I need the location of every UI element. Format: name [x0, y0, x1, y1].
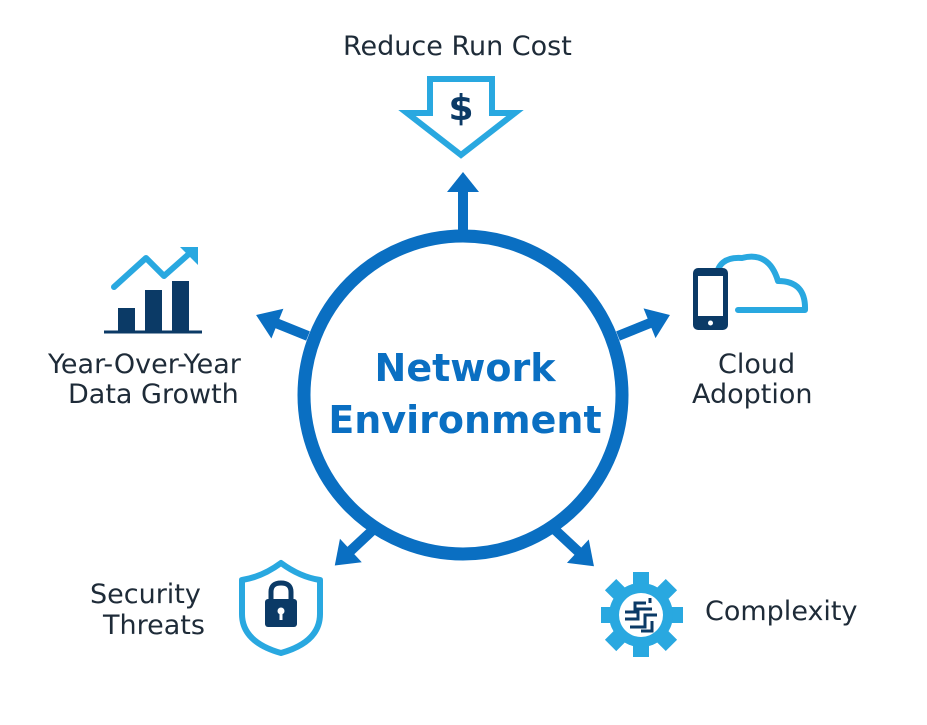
- center-title-line-1: Network: [374, 346, 556, 390]
- phone-cloud-icon: [693, 253, 809, 330]
- bar-chart-growth-icon: [104, 247, 202, 334]
- shield-lock-icon: [239, 560, 323, 656]
- data-growth-label-line-2: Data Growth: [68, 379, 239, 410]
- arrow-to-complexity: [549, 524, 594, 567]
- arrow-to-data-growth: [256, 308, 310, 341]
- security-threats-label-line-1: Security: [90, 579, 201, 610]
- svg-text:$: $: [448, 88, 473, 129]
- arrow-to-reduce-run-cost: [447, 172, 479, 232]
- cloud-adoption-label-line-2: Adoption: [692, 379, 813, 410]
- cloud-adoption-label-line-1: Cloud: [718, 349, 796, 380]
- dollar-down-arrow-icon: $: [398, 76, 524, 159]
- security-threats-label-line-2: Threats: [103, 610, 205, 641]
- gear-circuit-icon: [601, 572, 683, 657]
- center-title-line-2: Environment: [328, 398, 602, 442]
- arrow-to-cloud-adoption: [616, 308, 670, 341]
- data-growth-label-line-1: Year-Over-Year: [48, 349, 241, 380]
- reduce-run-cost-label: Reduce Run Cost: [343, 31, 572, 62]
- arrow-to-security-threats: [334, 524, 379, 566]
- center-circle: [297, 229, 629, 561]
- complexity-label: Complexity: [705, 596, 858, 627]
